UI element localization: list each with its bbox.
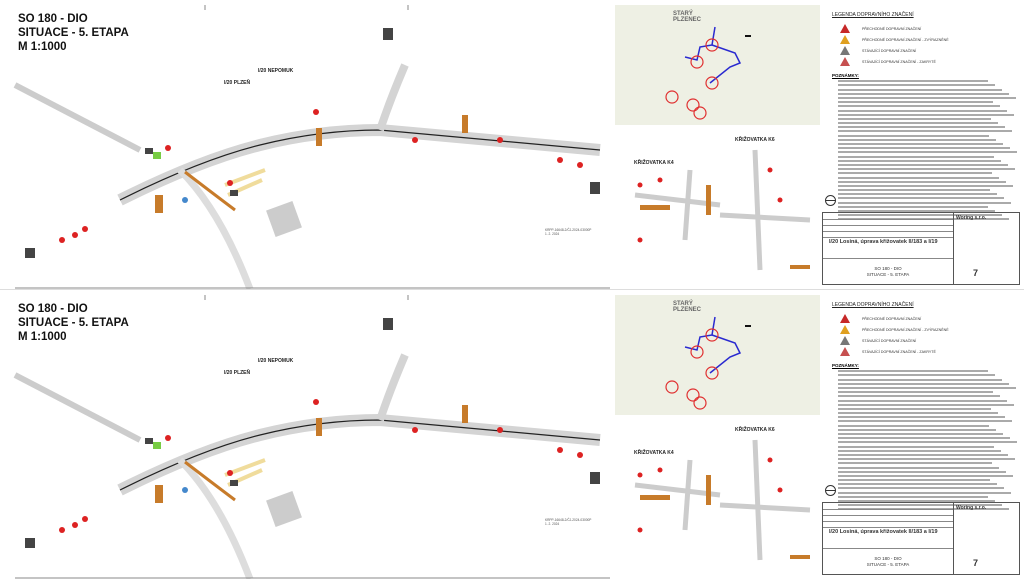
- legend-label: STÁVAJÍCÍ DOPRAVNÍ ZNAČENÍ: [862, 48, 917, 53]
- scale-line: M 1:1000: [18, 331, 67, 343]
- legend: LEGENDA DOPRAVNÍHO ZNAČENÍ PŘECHODNÉ DOP…: [832, 302, 1017, 511]
- so-label: SO 180 - DIO: [874, 556, 902, 561]
- title-line: SO 180 - DIO: [18, 303, 88, 315]
- title-line: SO 180 - DIO: [18, 13, 88, 25]
- junction-k6-label: KŘIŽOVATKA K6: [735, 427, 775, 433]
- legend-label: PŘECHODNÉ DOPRAVNÍ ZNAČENÍ: [862, 316, 922, 321]
- warning-sign-icon: [840, 336, 850, 345]
- warning-sign-icon: [840, 24, 850, 33]
- title-block: Woring s.r.o. I/20 Losiná, úprava křižov…: [822, 212, 1020, 285]
- legend-label: PŘECHODNÉ DOPRAVNÍ ZNAČENÍ: [862, 26, 922, 31]
- title-block: Woring s.r.o. I/20 Losiná, úprava křižov…: [822, 502, 1020, 575]
- drawing-title: SO 180 - DIO SITUACE - 5. ETAPA M 1:1000: [18, 302, 129, 344]
- approval-stamp: KRPP-16648-2/ČJ-2024-03000P 1. 2. 2024: [545, 228, 591, 236]
- notes-text: [832, 370, 1017, 511]
- map-town-label: STARÝ PLZENEC: [673, 301, 702, 313]
- firm-name: Woring s.r.o.: [956, 215, 987, 221]
- legend-label: STÁVAJÍCÍ DOPRAVNÍ ZNAČENÍ - ZAKRYTÉ: [862, 349, 936, 354]
- legend-title: LEGENDA DOPRAVNÍHO ZNAČENÍ: [832, 12, 914, 18]
- legend-label: PŘECHODNÉ DOPRAVNÍ ZNAČENÍ - ZVÝRAZNĚNÉ: [862, 37, 949, 42]
- project-name: I/20 Losiná, úprava křižovatek II/183 a …: [829, 529, 938, 535]
- junction-k6-label: KŘIŽOVATKA K6: [735, 137, 775, 143]
- legend-item: STÁVAJÍCÍ DOPRAVNÍ ZNAČENÍ: [840, 45, 1017, 56]
- sheet-label: SITUACE - 5. ETAPA: [866, 562, 910, 567]
- direction-label-nepomuk: I/20 NEPOMUK: [258, 358, 294, 364]
- location-map: STARÝ PLZENEC: [615, 295, 820, 415]
- warning-sign-icon: [840, 35, 850, 44]
- approval-stamp: KRPP-16648-2/ČJ-2024-03000P 1. 2. 2024: [545, 518, 591, 526]
- location-map: STARÝ PLZENEC: [615, 5, 820, 125]
- north-arrow-icon: [825, 485, 836, 496]
- legend-label: STÁVAJÍCÍ DOPRAVNÍ ZNAČENÍ: [862, 338, 917, 343]
- project-name: I/20 Losiná, úprava křižovatek II/183 a …: [829, 239, 938, 245]
- notes-text: [832, 80, 1017, 221]
- legend-item: STÁVAJÍCÍ DOPRAVNÍ ZNAČENÍ - ZAKRYTÉ: [840, 346, 1017, 357]
- warning-sign-icon: [840, 46, 850, 55]
- divider: [0, 289, 1024, 290]
- map-town-label: STARÝ PLZENEC: [673, 11, 702, 23]
- road-situation-drawing: [13, 5, 610, 289]
- warning-sign-icon: [840, 314, 850, 323]
- sheet-number: 7: [973, 268, 979, 278]
- road-situation-drawing: [13, 295, 610, 579]
- legend-label: PŘECHODNÉ DOPRAVNÍ ZNAČENÍ - ZVÝRAZNĚNÉ: [862, 327, 949, 332]
- direction-label-nepomuk: I/20 NEPOMUK: [258, 68, 294, 74]
- sheet-label: SITUACE - 5. ETAPA: [866, 272, 910, 277]
- title-line: SITUACE - 5. ETAPA: [18, 27, 129, 39]
- junction-k4-label: KŘIŽOVATKA K4: [634, 450, 674, 456]
- warning-sign-icon: [840, 347, 850, 356]
- firm-name: Woring s.r.o.: [956, 505, 987, 511]
- stamp-date: 1. 2. 2024: [545, 232, 560, 236]
- legend-item: PŘECHODNÉ DOPRAVNÍ ZNAČENÍ: [840, 23, 1017, 34]
- legend-title: LEGENDA DOPRAVNÍHO ZNAČENÍ: [832, 302, 914, 308]
- legend-item: STÁVAJÍCÍ DOPRAVNÍ ZNAČENÍ: [840, 335, 1017, 346]
- legend-label: STÁVAJÍCÍ DOPRAVNÍ ZNAČENÍ - ZAKRYTÉ: [862, 59, 936, 64]
- stamp-date: 1. 2. 2024: [545, 522, 560, 526]
- sheet-number: 7: [973, 558, 979, 568]
- warning-sign-icon: [840, 57, 850, 66]
- direction-label-plzen: I/20 PLZEŇ: [224, 370, 251, 376]
- direction-label-plzen: I/20 PLZEŇ: [224, 80, 251, 86]
- legend-item: STÁVAJÍCÍ DOPRAVNÍ ZNAČENÍ - ZAKRYTÉ: [840, 56, 1017, 67]
- legend: LEGENDA DOPRAVNÍHO ZNAČENÍ PŘECHODNÉ DOP…: [832, 12, 1017, 221]
- legend-item: PŘECHODNÉ DOPRAVNÍ ZNAČENÍ - ZVÝRAZNĚNÉ: [840, 34, 1017, 45]
- drawing-sheet-bottom: SO 180 - DIO SITUACE - 5. ETAPA M 1:1000…: [0, 290, 1024, 579]
- legend-item: PŘECHODNÉ DOPRAVNÍ ZNAČENÍ - ZVÝRAZNĚNÉ: [840, 324, 1017, 335]
- drawing-sheet-top: SO 180 - DIO SITUACE - 5. ETAPA M 1:1000…: [0, 0, 1024, 289]
- warning-sign-icon: [840, 325, 850, 334]
- drawing-title: SO 180 - DIO SITUACE - 5. ETAPA M 1:1000: [18, 12, 129, 54]
- stamp-id: KRPP-16648-2/ČJ-2024-03000P: [545, 518, 592, 522]
- scale-line: M 1:1000: [18, 41, 67, 53]
- stamp-id: KRPP-16648-2/ČJ-2024-03000P: [545, 228, 592, 232]
- junction-k4-label: KŘIŽOVATKA K4: [634, 160, 674, 166]
- notes-title: POZNÁMKY:: [832, 73, 859, 78]
- legend-item: PŘECHODNÉ DOPRAVNÍ ZNAČENÍ: [840, 313, 1017, 324]
- notes-title: POZNÁMKY:: [832, 363, 859, 368]
- north-arrow-icon: [825, 195, 836, 206]
- title-line: SITUACE - 5. ETAPA: [18, 317, 129, 329]
- so-label: SO 180 - DIO: [874, 266, 902, 271]
